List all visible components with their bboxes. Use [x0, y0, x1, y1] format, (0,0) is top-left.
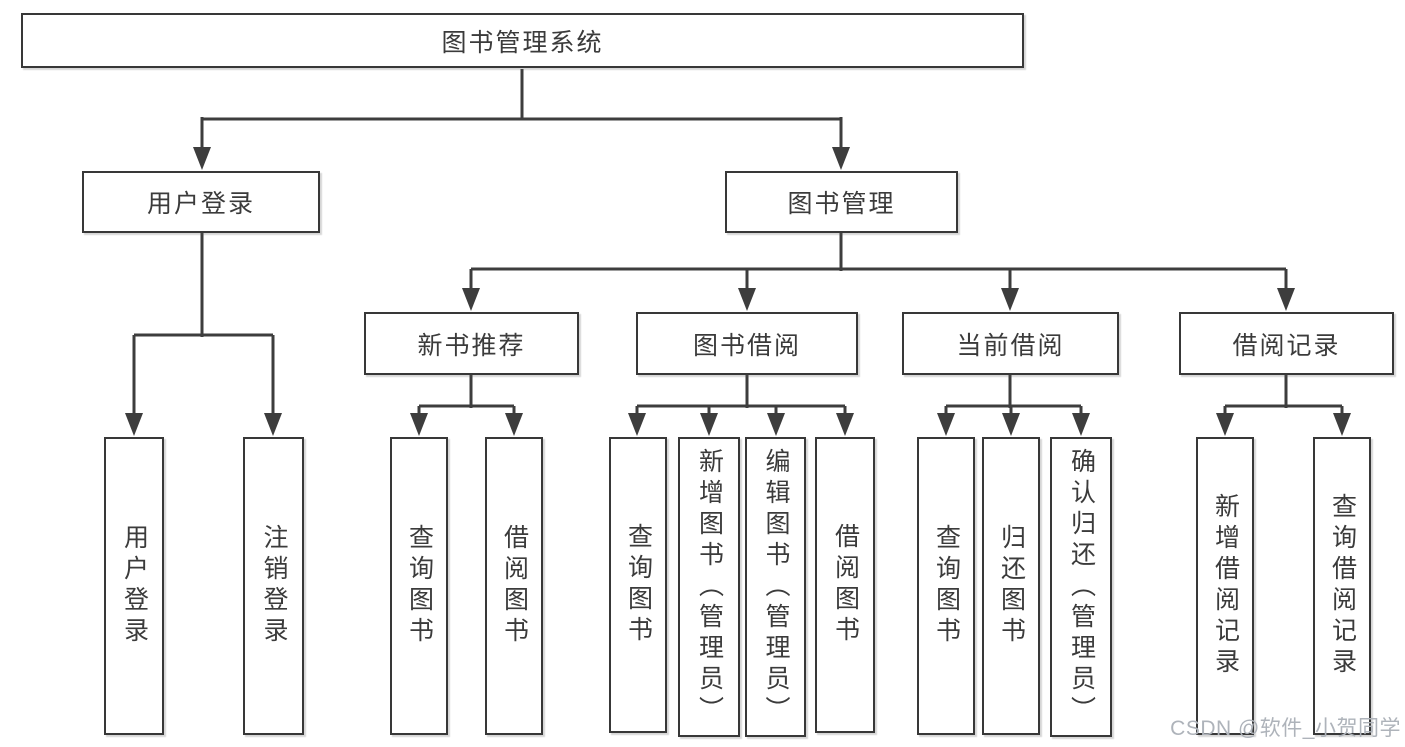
arrowhead — [832, 147, 850, 170]
arrowhead — [700, 413, 718, 436]
arrowhead — [462, 288, 480, 311]
arrowhead — [193, 147, 211, 170]
arrowhead — [410, 413, 428, 436]
arrowhead — [1002, 413, 1020, 436]
leaf-borrow-books: 借阅图书 — [815, 437, 875, 733]
node-label: 查询借阅记录 — [1328, 493, 1357, 679]
node-library-management-system: 图书管理系统 — [21, 13, 1024, 68]
node-user-login: 用户登录 — [82, 171, 320, 233]
leaf-query-books-current: 查询图书 — [917, 437, 975, 735]
arrowhead — [767, 413, 785, 436]
arrowhead — [125, 413, 143, 436]
arrowhead — [628, 413, 646, 436]
leaf-add-book-admin: 新增图书（管理员） — [678, 437, 740, 737]
node-label: 新增图书（管理员） — [695, 447, 724, 727]
node-label: 编辑图书（管理员） — [762, 447, 790, 727]
arrowhead — [1216, 413, 1234, 436]
node-label: 确认归还（管理员） — [1067, 447, 1096, 727]
node-label: 归还图书 — [997, 524, 1026, 648]
node-label: 借阅记录 — [1232, 331, 1341, 360]
arrowhead — [264, 413, 282, 436]
node-new-book-recommend: 新书推荐 — [364, 312, 579, 375]
node-label: 图书借阅 — [692, 331, 801, 360]
arrowhead — [505, 413, 523, 436]
node-label: 查询图书 — [405, 524, 434, 648]
leaf-query-borrow-record: 查询借阅记录 — [1313, 437, 1371, 735]
node-label: 新书推荐 — [417, 331, 526, 360]
tree-edges — [132, 69, 1344, 417]
node-label: 用户登录 — [120, 524, 149, 648]
arrowhead — [937, 413, 955, 436]
node-label: 用户登录 — [146, 190, 255, 218]
arrowhead — [836, 413, 854, 436]
arrowhead — [1333, 413, 1351, 436]
leaf-query-books-borrow: 查询图书 — [609, 437, 667, 733]
arrowhead — [1277, 288, 1295, 311]
arrowhead — [1072, 413, 1090, 436]
node-label: 借阅图书 — [831, 523, 860, 647]
node-label: 查询图书 — [624, 523, 653, 647]
leaf-add-borrow-record: 新增借阅记录 — [1196, 437, 1254, 735]
node-label: 图书管理 — [787, 190, 896, 218]
leaf-query-books-recommend: 查询图书 — [390, 437, 448, 735]
node-label: 注销登录 — [260, 524, 288, 648]
leaf-edit-book-admin: 编辑图书（管理员） — [745, 437, 806, 737]
node-book-management: 图书管理 — [725, 171, 958, 233]
csdn-watermark: CSDN @软件_小贺同学 — [1170, 717, 1401, 740]
leaf-user-login: 用户登录 — [104, 437, 164, 735]
node-book-borrow: 图书借阅 — [636, 312, 858, 375]
leaf-confirm-return-admin: 确认归还（管理员） — [1050, 437, 1112, 737]
node-borrow-records: 借阅记录 — [1179, 312, 1394, 375]
node-label: 借阅图书 — [500, 524, 529, 648]
arrowhead — [1001, 288, 1019, 311]
leaf-borrow-books-recommend: 借阅图书 — [485, 437, 543, 735]
leaf-return-books: 归还图书 — [982, 437, 1040, 735]
node-label: 查询图书 — [932, 524, 961, 648]
node-label: 新增借阅记录 — [1211, 493, 1240, 679]
node-label: 当前借阅 — [956, 331, 1065, 360]
node-label: 图书管理系统 — [441, 28, 604, 57]
leaf-logout: 注销登录 — [243, 437, 304, 735]
node-current-borrow: 当前借阅 — [902, 312, 1119, 375]
arrowhead — [738, 288, 756, 311]
